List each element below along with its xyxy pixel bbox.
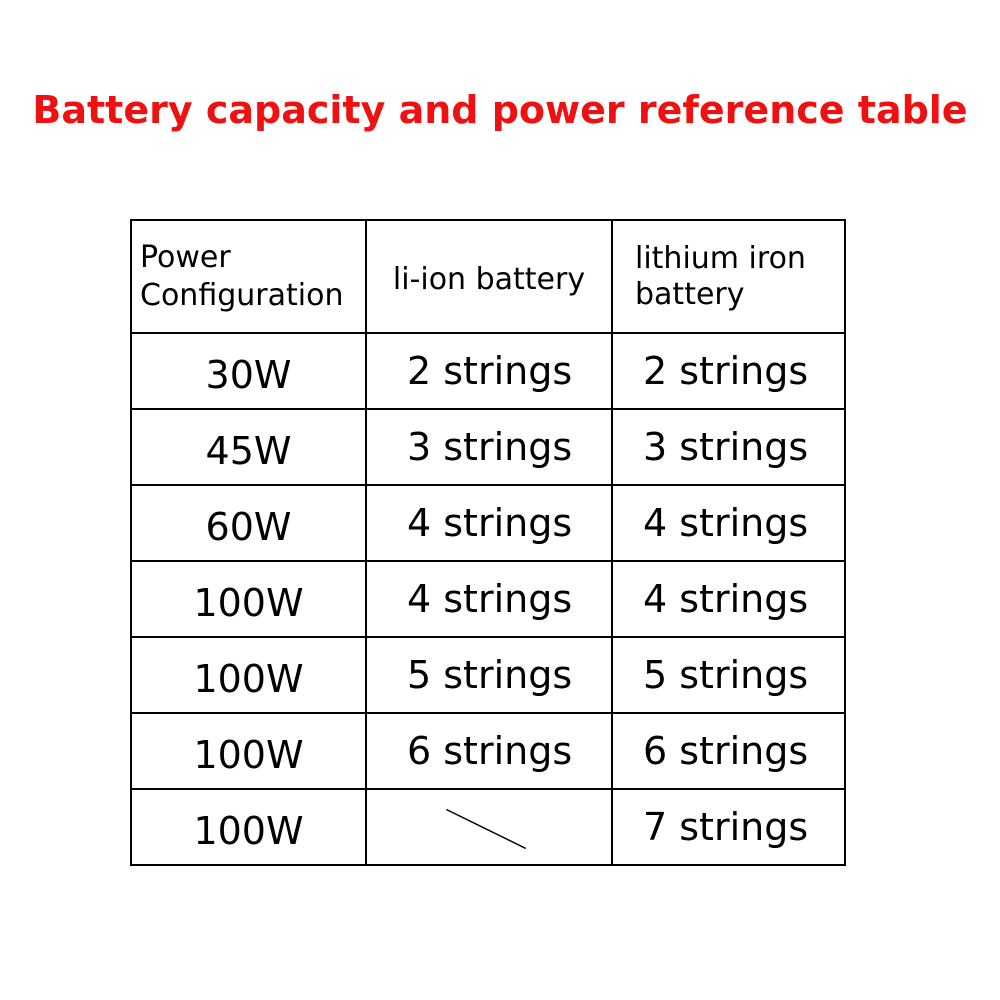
cell-li-ion: 2 strings xyxy=(365,332,613,410)
cell-lithium-iron: 7 strings xyxy=(611,788,846,866)
cell-lithium-iron: 2 strings xyxy=(611,332,846,410)
cell-lithium-iron: 5 strings xyxy=(611,636,846,714)
table-row: 100W 6 strings 6 strings xyxy=(130,712,846,790)
cell-power: 45W xyxy=(130,408,367,486)
cell-lithium-iron: 4 strings xyxy=(611,560,846,638)
cell-li-ion: 4 strings xyxy=(365,484,613,562)
cell-li-ion: 6 strings xyxy=(365,712,613,790)
reference-table: Power Configuration li-ion battery lithi… xyxy=(130,219,846,866)
cell-lithium-iron: 4 strings xyxy=(611,484,846,562)
table-row: 100W 4 strings 4 strings xyxy=(130,560,846,638)
header-li-ion-battery: li-ion battery xyxy=(365,219,613,334)
not-applicable-slash-icon xyxy=(446,808,527,850)
cell-power: 100W xyxy=(130,788,367,866)
header-lifepo-line1: lithium iron xyxy=(635,240,806,276)
cell-li-ion: 3 strings xyxy=(365,408,613,486)
header-power-line2: Configuration xyxy=(140,277,344,313)
cell-lithium-iron: 6 strings xyxy=(611,712,846,790)
table-row: 30W 2 strings 2 strings xyxy=(130,332,846,410)
cell-power: 30W xyxy=(130,332,367,410)
page-title: Battery capacity and power reference tab… xyxy=(32,88,968,132)
header-power-configuration: Power Configuration xyxy=(130,219,367,334)
table-row: 100W 5 strings 5 strings xyxy=(130,636,846,714)
cell-li-ion-not-applicable xyxy=(365,788,613,866)
cell-power: 60W xyxy=(130,484,367,562)
cell-lithium-iron: 3 strings xyxy=(611,408,846,486)
cell-power: 100W xyxy=(130,636,367,714)
cell-power: 100W xyxy=(130,560,367,638)
table-row: 100W 7 strings xyxy=(130,788,846,866)
table-header-row: Power Configuration li-ion battery lithi… xyxy=(130,219,846,334)
cell-li-ion: 4 strings xyxy=(365,560,613,638)
header-lithium-iron-battery: lithium iron battery xyxy=(611,219,846,334)
table-row: 45W 3 strings 3 strings xyxy=(130,408,846,486)
table-row: 60W 4 strings 4 strings xyxy=(130,484,846,562)
header-power-line1: Power xyxy=(140,239,231,275)
header-lifepo-line2: battery xyxy=(635,276,745,312)
cell-li-ion: 5 strings xyxy=(365,636,613,714)
cell-power: 100W xyxy=(130,712,367,790)
